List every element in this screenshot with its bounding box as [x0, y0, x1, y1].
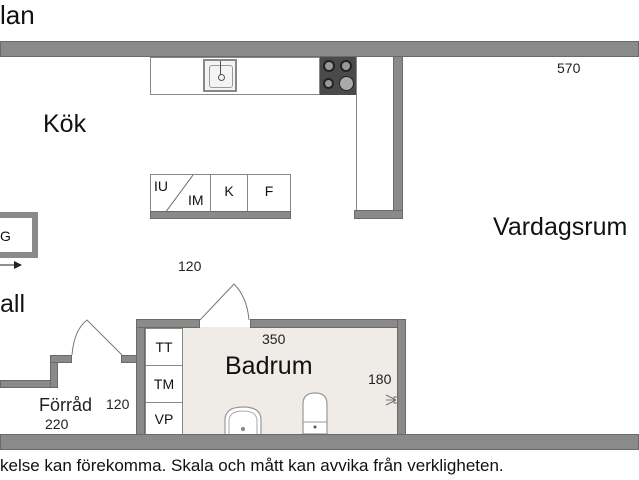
disclaimer-text: kelse kan förekomma. Skala och mått kan … — [0, 456, 504, 475]
dimension-storage-depth: 220 — [45, 416, 69, 432]
room-label-bathroom: Badrum — [225, 352, 313, 380]
room-label-hall: all — [0, 290, 26, 318]
stove-icon — [320, 57, 356, 95]
appliance-label-iu: IU — [154, 178, 168, 194]
kitchen-partition-wall — [393, 57, 403, 219]
kitchen-partition-foot — [354, 210, 403, 219]
wardrobe — [0, 212, 38, 258]
appliance-back-wall — [150, 211, 291, 219]
entry-arrow-icon — [0, 261, 22, 269]
bath-wall-top-right — [250, 319, 405, 328]
dimension-living-width: 570 — [557, 60, 581, 76]
dimension-storage-width: 120 — [106, 396, 130, 412]
bathroom-floor — [183, 327, 397, 434]
room-label-living-room: Vardagsrum — [493, 213, 628, 241]
washbasin-icon — [224, 406, 262, 435]
toilet-icon — [302, 392, 328, 435]
kitchen-side-counter — [356, 57, 394, 212]
top-exterior-wall — [0, 41, 639, 57]
dimension-bath-depth: 180 — [368, 371, 392, 387]
shower-icon — [385, 394, 399, 406]
bath-wall-right — [397, 319, 406, 436]
room-label-storage: Förråd — [39, 395, 93, 415]
fixture-tt: TT — [145, 328, 183, 366]
appliance-label-im: IM — [188, 192, 204, 208]
bath-wall-top-left — [136, 319, 200, 328]
bathroom-door-swing — [199, 283, 250, 321]
fixture-tm: TM — [145, 365, 183, 403]
dimension-bath-width: 350 — [262, 331, 286, 347]
storage-wall-top-left — [50, 355, 72, 363]
sink-icon — [203, 59, 237, 92]
bottom-exterior-wall — [0, 434, 639, 450]
appliance-f: F — [247, 174, 291, 212]
appliance-k: K — [210, 174, 248, 212]
bath-wall-left — [136, 319, 145, 436]
room-label-kitchen: Kök — [43, 110, 87, 138]
storage-door-swing — [71, 319, 123, 356]
plan-title: lan — [0, 0, 35, 30]
fixture-vp: VP — [145, 402, 183, 435]
storage-wall-lower — [0, 380, 57, 388]
wardrobe-label: G — [0, 228, 11, 244]
appliance-iu-im: IU IM — [150, 174, 211, 214]
dimension-hall-width: 120 — [178, 258, 202, 274]
